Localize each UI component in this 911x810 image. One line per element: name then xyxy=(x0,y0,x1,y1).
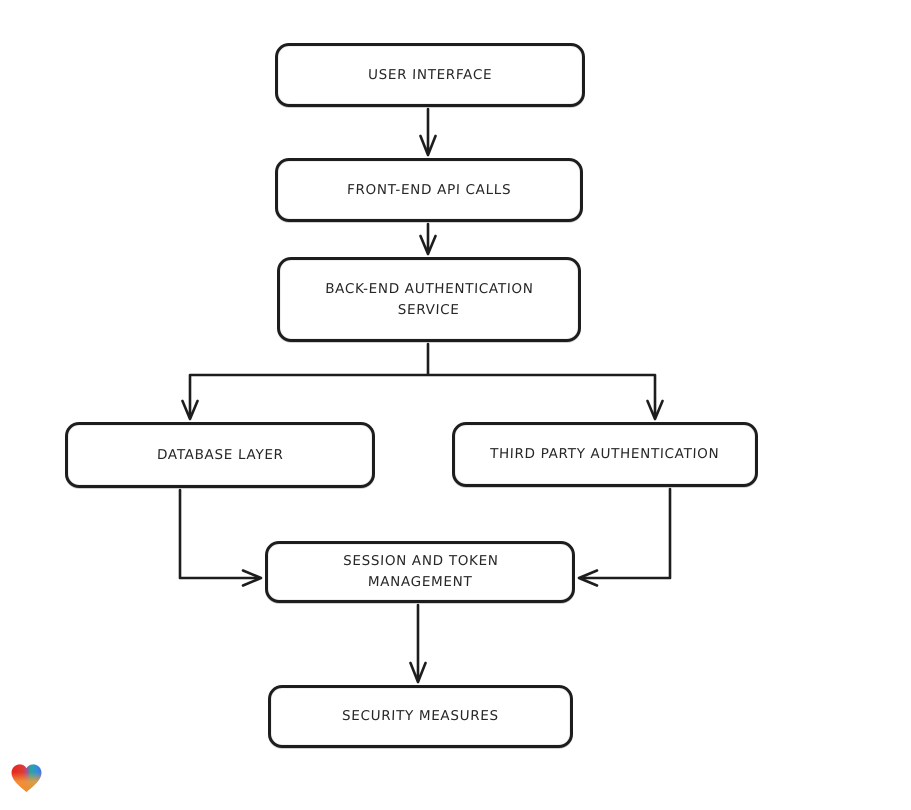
node-label: USER INTERFACE xyxy=(367,66,493,83)
node-security-measures: SECURITY MEASURES xyxy=(268,685,573,748)
edge-database-to-session xyxy=(178,488,263,587)
edge-front-end-to-back-end xyxy=(419,222,437,256)
node-label: DATABASE LAYER xyxy=(156,446,284,463)
node-session-and-token-management: SESSION AND TOKEN MANAGEMENT xyxy=(265,541,575,603)
node-database-layer: DATABASE LAYER xyxy=(65,422,375,488)
edge-user-interface-to-front-end xyxy=(419,107,437,157)
node-back-end-authentication-service: BACK-END AUTHENTICATION SERVICE xyxy=(277,257,581,342)
gradient-heart-logo xyxy=(11,764,42,792)
node-label: FRONT-END API CALLS xyxy=(346,181,512,198)
node-label: SESSION AND TOKEN MANAGEMENT xyxy=(342,553,499,590)
edge-back-end-split xyxy=(181,342,664,421)
node-third-party-authentication: THIRD PARTY AUTHENTICATION xyxy=(452,422,758,487)
edge-session-to-security xyxy=(409,603,427,684)
node-label: BACK-END AUTHENTICATION SERVICE xyxy=(324,280,534,318)
node-label: SECURITY MEASURES xyxy=(341,708,500,725)
node-label: THIRD PARTY AUTHENTICATION xyxy=(490,446,720,463)
node-user-interface: USER INTERFACE xyxy=(275,43,585,107)
edge-third-party-to-session xyxy=(577,487,672,587)
node-front-end-api-calls: FRONT-END API CALLS xyxy=(275,158,583,222)
